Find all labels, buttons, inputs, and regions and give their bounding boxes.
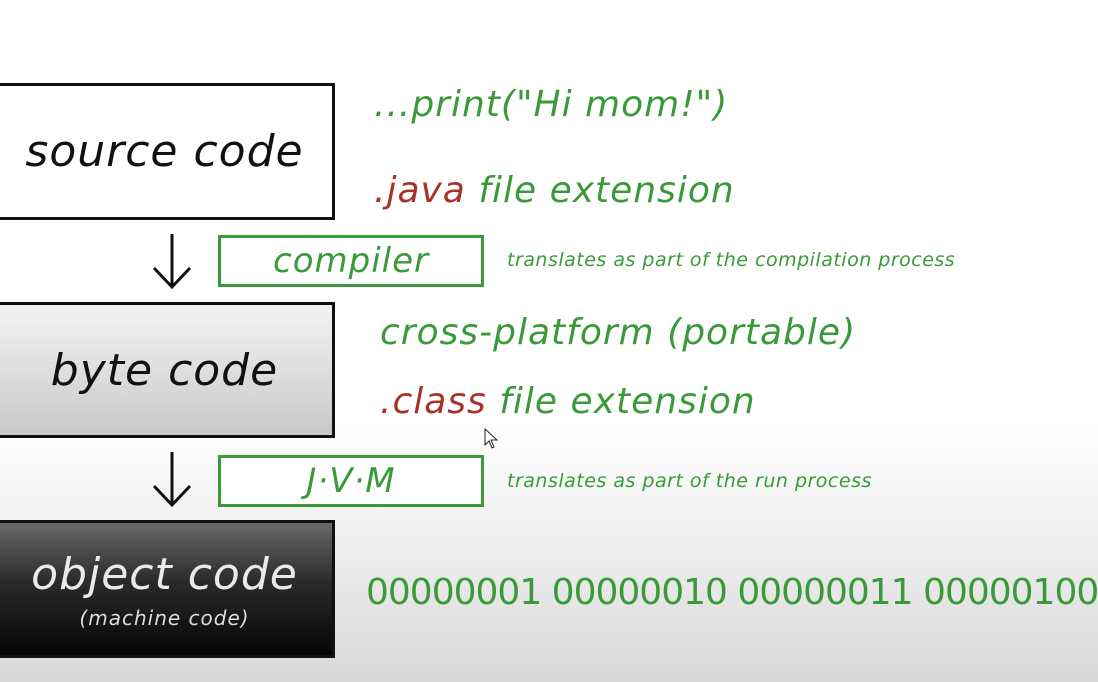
print-example: ...print("Hi mom!") <box>374 84 729 125</box>
jvm-step-box: J·V·M <box>218 455 484 507</box>
down-arrow-icon <box>152 234 192 290</box>
class-extension-line: .class file extension <box>380 381 756 422</box>
jvm-note: translates as part of the run process <box>507 470 872 492</box>
jvm-label: J·V·M <box>306 461 396 501</box>
compiler-note: translates as part of the compilation pr… <box>507 249 956 271</box>
down-arrow-icon <box>152 452 192 508</box>
object-code-label: object code <box>31 548 298 600</box>
diagram: source code compiler translates as part … <box>0 83 1098 658</box>
object-code-box: object code (machine code) <box>0 520 335 658</box>
portable-note: cross-platform (portable) <box>380 312 857 353</box>
java-extension: .java <box>374 170 466 211</box>
binary-example: 00000001 00000010 00000011 00000100 <box>366 572 1098 613</box>
class-extension-rest: file extension <box>486 381 756 422</box>
java-extension-rest: file extension <box>465 170 735 211</box>
compiler-label: compiler <box>273 241 429 281</box>
byte-code-label: byte code <box>50 344 279 396</box>
java-extension-line: .java file extension <box>374 170 735 211</box>
mouse-cursor-icon <box>484 427 499 449</box>
machine-code-label: (machine code) <box>79 605 250 630</box>
class-extension: .class <box>380 381 487 422</box>
byte-code-box: byte code <box>0 302 335 438</box>
source-code-label: source code <box>25 126 304 177</box>
source-code-box: source code <box>0 83 335 220</box>
compiler-step-box: compiler <box>218 235 484 287</box>
